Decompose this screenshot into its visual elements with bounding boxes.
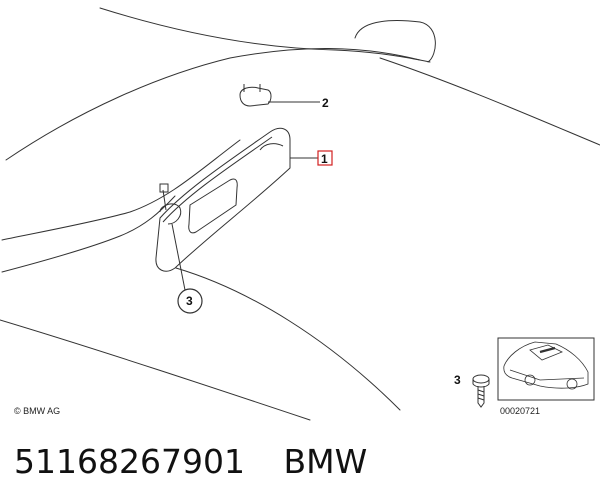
callout-1: 1 <box>321 152 328 166</box>
callout-3-circle <box>177 288 203 314</box>
rearview-mirror <box>354 20 436 63</box>
callout-2: 2 <box>322 96 329 110</box>
windshield-frame <box>379 57 600 146</box>
sun-visor <box>155 127 291 272</box>
vanity-mirror <box>188 178 238 234</box>
screw-icon <box>472 374 490 408</box>
diagram-id: 00020721 <box>500 406 540 416</box>
part-caption: 51168267901 BMW <box>14 440 367 484</box>
roof-curve <box>175 267 401 411</box>
dashboard-line <box>0 319 311 421</box>
car-thumbnail-frame <box>497 337 595 401</box>
part-number: 51168267901 <box>14 442 245 481</box>
callout-3: 3 <box>186 294 193 308</box>
visor-pivot <box>159 203 182 225</box>
a-pillar-inner <box>1 195 176 273</box>
a-pillar-outer <box>1 139 241 241</box>
windshield-top-edge <box>99 7 431 63</box>
legend-3-number: 3 <box>454 373 461 387</box>
visor-clip <box>239 84 272 107</box>
callout-1-highlight-box <box>317 150 333 166</box>
exploded-parts-diagram: 2 1 3 3 00020721 © BMW AG <box>0 7 600 421</box>
copyright-notice: © BMW AG <box>14 406 60 416</box>
car-thumbnail-icon <box>503 341 589 390</box>
roof-lining-edge <box>5 48 421 161</box>
brand-name: BMW <box>283 442 368 481</box>
